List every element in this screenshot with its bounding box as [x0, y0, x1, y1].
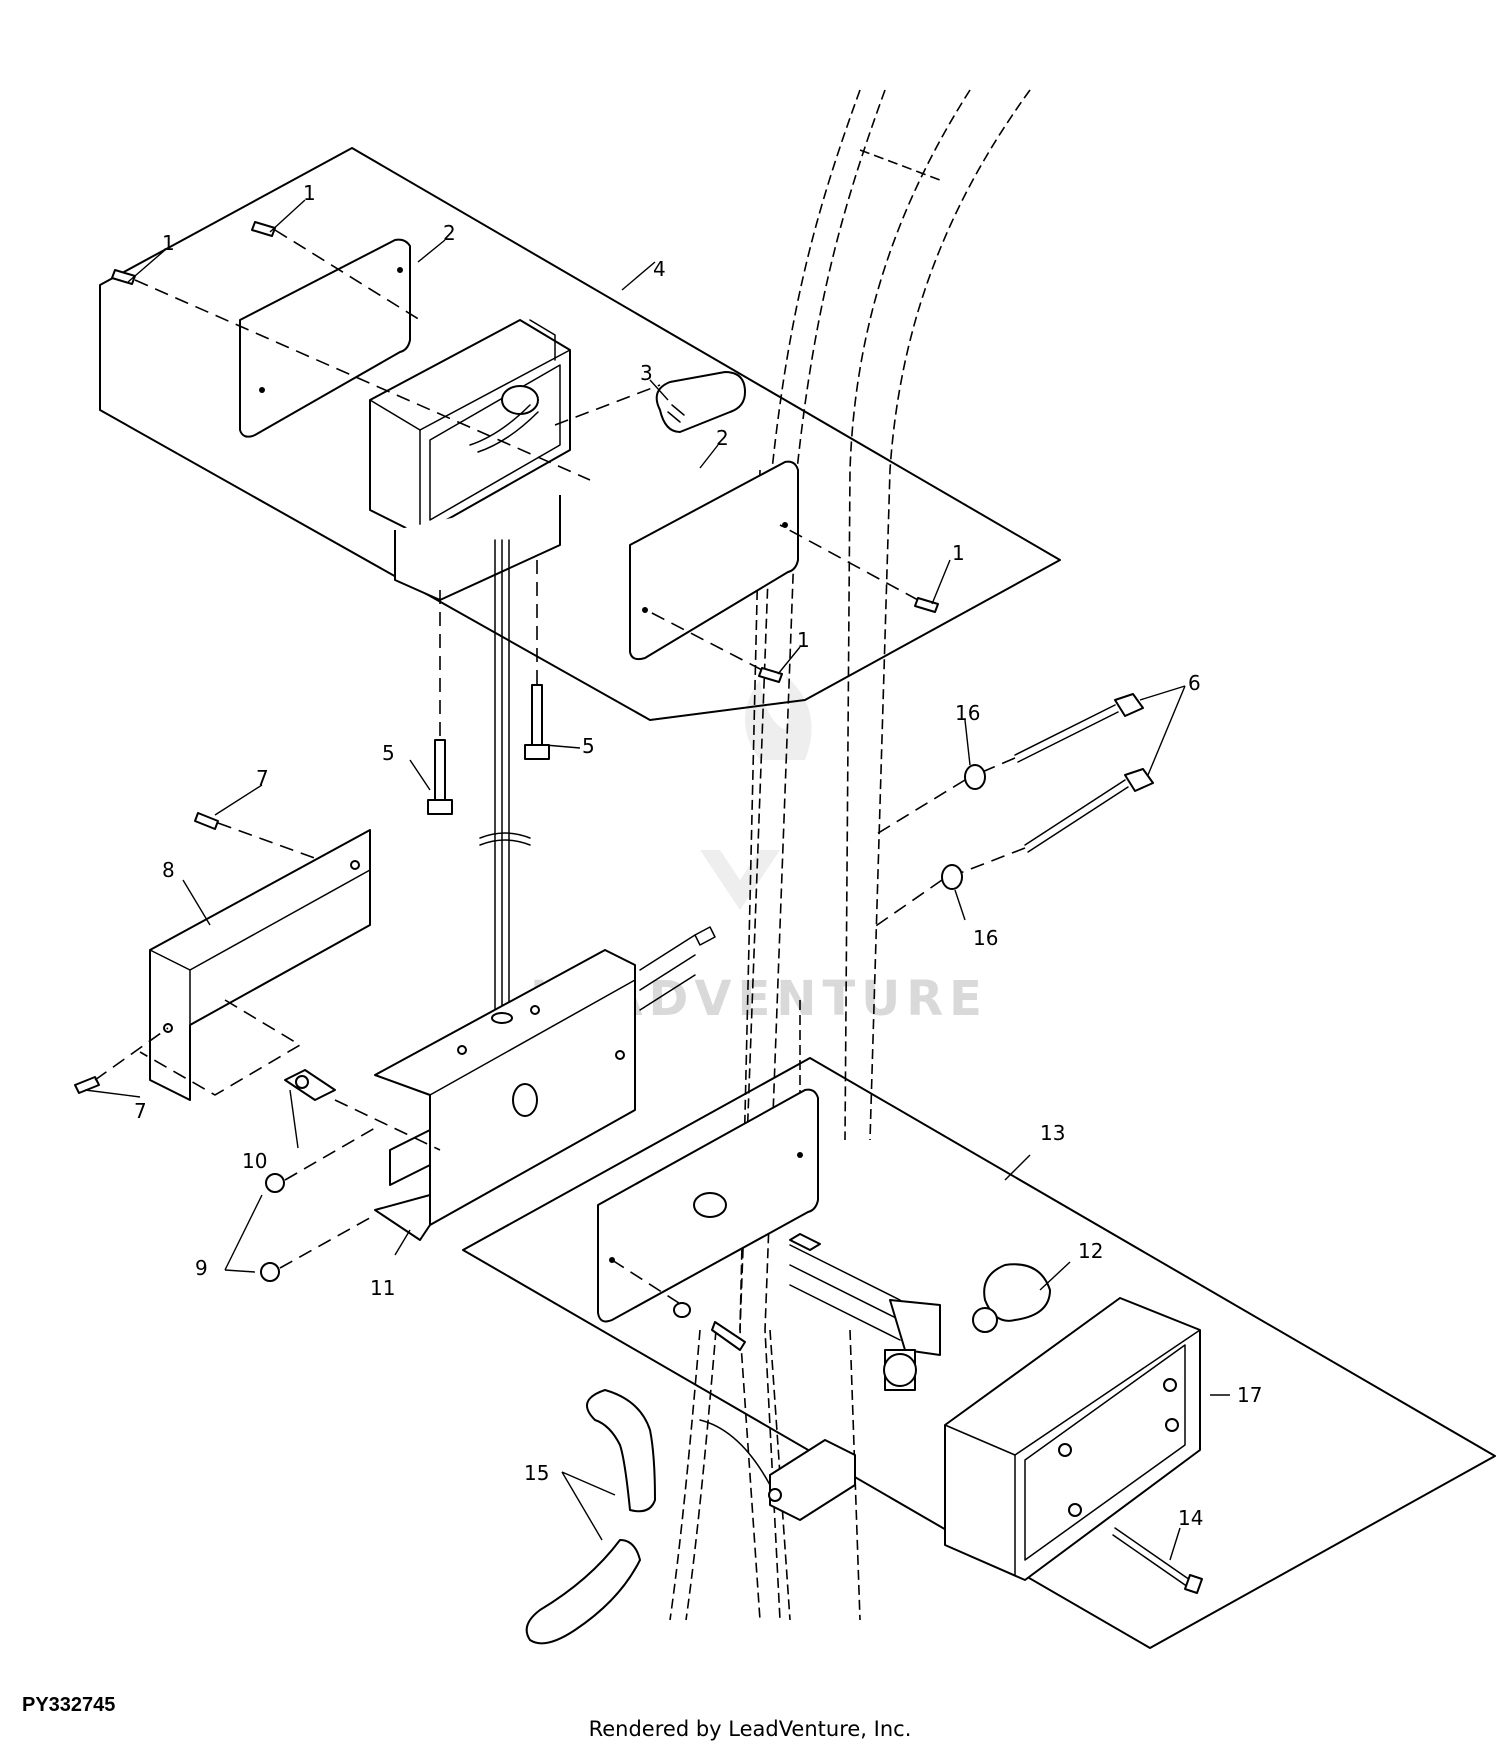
bracket-8 — [139, 829, 371, 1101]
callout-2a: 2 — [443, 221, 456, 245]
cab-frame-outline — [669, 89, 1031, 1621]
callout-1a: 1 — [303, 181, 316, 205]
callout-11: 11 — [370, 1276, 395, 1300]
callout-1b: 1 — [162, 231, 175, 255]
bulb-12 — [972, 1263, 1051, 1333]
bolt-5b — [524, 560, 550, 760]
lens-17 — [944, 1297, 1201, 1581]
nut-9b — [260, 1214, 376, 1282]
lamp-socket-lower — [789, 1233, 941, 1391]
render-credit: Rendered by LeadVenture, Inc. — [588, 1717, 912, 1741]
callout-16a: 16 — [955, 701, 980, 725]
callout-7a: 7 — [256, 766, 269, 790]
callout-9: 9 — [195, 1256, 208, 1280]
callout-5a: 5 — [382, 741, 395, 765]
callout-17: 17 — [1237, 1383, 1262, 1407]
bolt-5a — [427, 590, 453, 815]
screw-1d — [649, 611, 783, 683]
screw-1a — [251, 221, 421, 321]
nut-9a — [265, 1127, 376, 1193]
callout-5b: 5 — [582, 734, 595, 758]
bolt-lower — [611, 1259, 746, 1351]
nut-plate-10 — [284, 1069, 441, 1151]
callout-2b: 2 — [716, 426, 729, 450]
screw-7b — [74, 1027, 169, 1094]
lamp-lens-upper-right — [629, 460, 799, 661]
bulb-upper — [655, 371, 746, 433]
watermark-logo — [700, 675, 812, 910]
screw-1c — [779, 524, 939, 613]
callout-1d: 1 — [797, 628, 810, 652]
callout-7b: 7 — [134, 1099, 147, 1123]
upper-group-boundary — [99, 147, 1061, 721]
callout-1c: 1 — [952, 541, 965, 565]
washer-16a — [874, 764, 986, 836]
callout-8: 8 — [162, 858, 175, 882]
lamp-plate-lower — [597, 1088, 819, 1323]
lamp-lens-upper-left — [239, 238, 411, 438]
callout-14: 14 — [1178, 1506, 1203, 1530]
callout-6: 6 — [1188, 671, 1201, 695]
callout-15: 15 — [524, 1461, 549, 1485]
diagram-part-code: PY332745 — [22, 1694, 116, 1716]
bracket-11 — [374, 926, 716, 1241]
lamp-housing — [369, 319, 571, 601]
screw-7a — [194, 812, 321, 861]
leader-lines — [84, 199, 1230, 1561]
callout-10: 10 — [242, 1149, 267, 1173]
bolt-6b — [954, 768, 1154, 876]
callout-16b: 16 — [973, 926, 998, 950]
screw-14 — [1112, 1527, 1203, 1594]
grommet-15 — [525, 1389, 656, 1645]
washer-16b — [869, 864, 963, 931]
callout-labels: 1 1 1 1 2 2 3 4 5 5 6 7 7 8 9 10 11 12 1… — [134, 181, 1262, 1530]
callout-13: 13 — [1040, 1121, 1065, 1145]
grommet-block — [699, 1419, 856, 1521]
callout-4: 4 — [653, 257, 666, 281]
bolt-6a — [974, 693, 1144, 776]
lower-group-boundary — [462, 1057, 1496, 1649]
callout-3: 3 — [640, 361, 653, 385]
callout-12: 12 — [1078, 1239, 1103, 1263]
